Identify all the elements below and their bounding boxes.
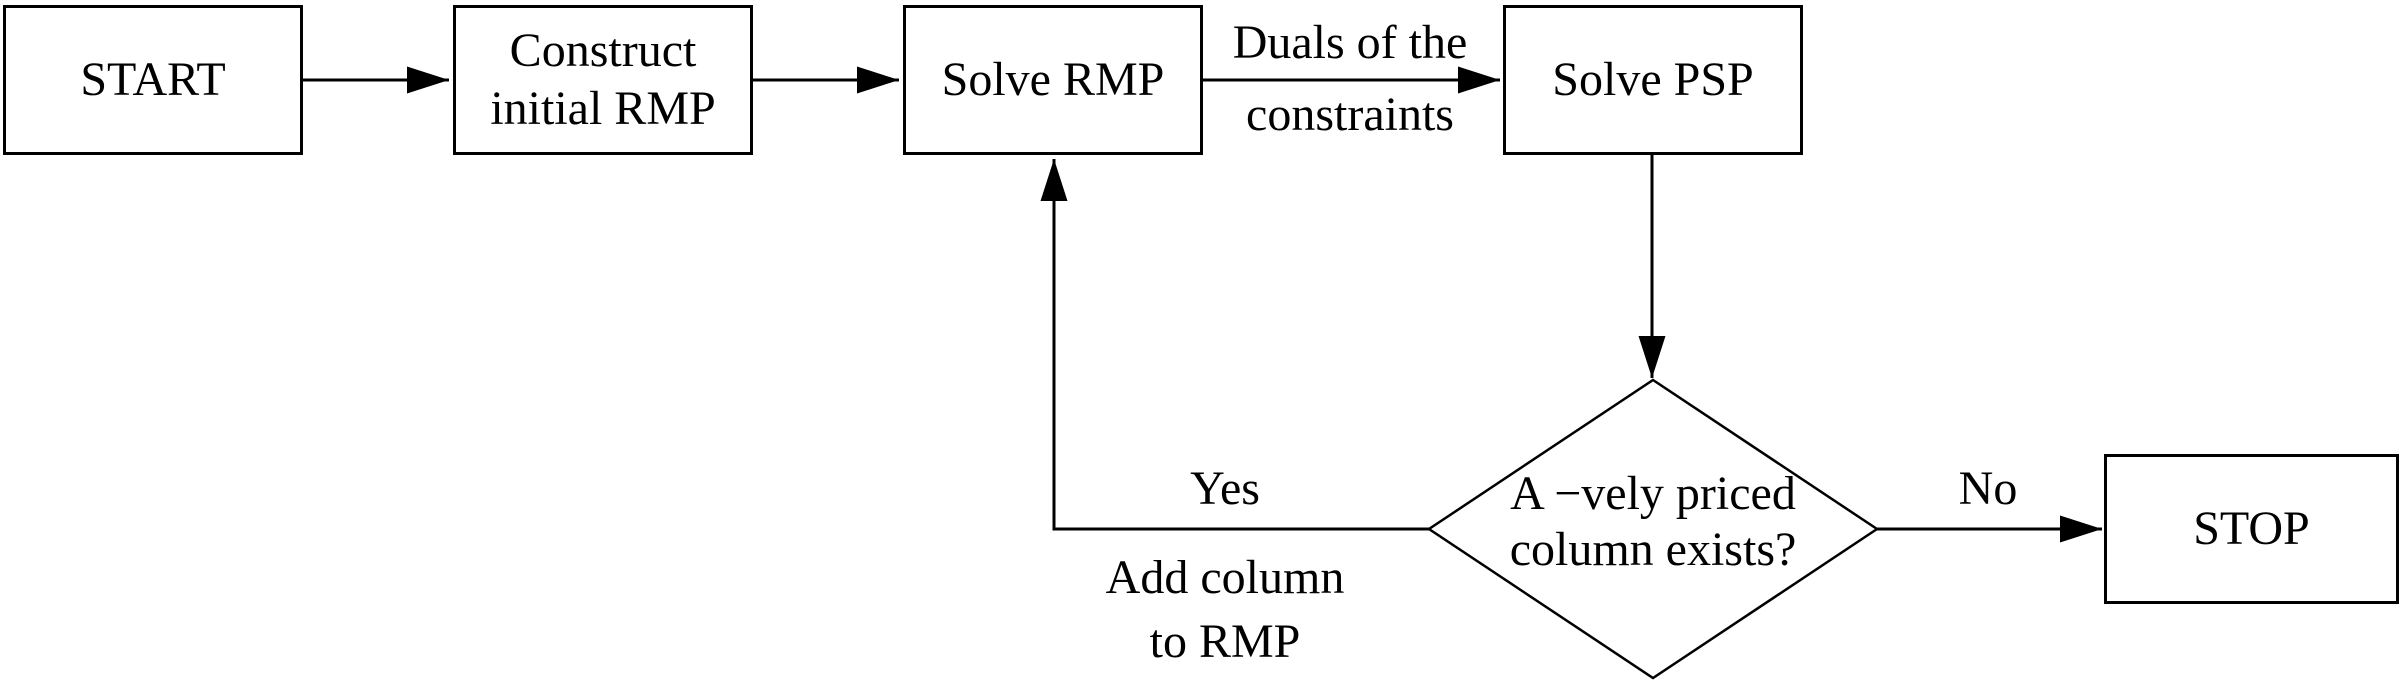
edge-label-add-column-line2: to RMP bbox=[1149, 615, 1301, 668]
node-start-label: START bbox=[80, 53, 226, 106]
node-solve-psp-label: Solve PSP bbox=[1552, 53, 1754, 106]
edge-label-duals-line1: Duals of the bbox=[1232, 16, 1468, 69]
decision-label: A −vely priced column exists? bbox=[1510, 466, 1797, 578]
node-solve-psp: Solve PSP bbox=[1503, 5, 1803, 155]
edge-label-add-column-line1: Add column bbox=[1105, 551, 1345, 604]
node-solve-rmp-label: Solve RMP bbox=[941, 53, 1165, 106]
edge-label-add-column: Add column to RMP bbox=[1106, 546, 1345, 674]
node-start: START bbox=[3, 5, 303, 155]
decision-label-line1: A −vely priced bbox=[1510, 467, 1796, 520]
node-stop: STOP bbox=[2104, 454, 2399, 604]
decision-diamond bbox=[1426, 378, 1880, 680]
node-construct-label-line1: Construct bbox=[509, 24, 697, 77]
edge-decision-yes-to-solve-rmp bbox=[1040, 159, 1429, 531]
edge-label-no: No bbox=[1958, 462, 2018, 515]
node-solve-rmp: Solve RMP bbox=[903, 5, 1203, 155]
edge-label-yes: Yes bbox=[1190, 462, 1260, 515]
node-construct-initial-rmp: Construct initial RMP bbox=[453, 5, 753, 155]
decision-label-line2: column exists? bbox=[1509, 523, 1797, 576]
node-construct-label-line2: initial RMP bbox=[490, 82, 716, 135]
edge-label-duals-line2: constraints bbox=[1246, 88, 1454, 141]
node-stop-label: STOP bbox=[2193, 502, 2310, 555]
